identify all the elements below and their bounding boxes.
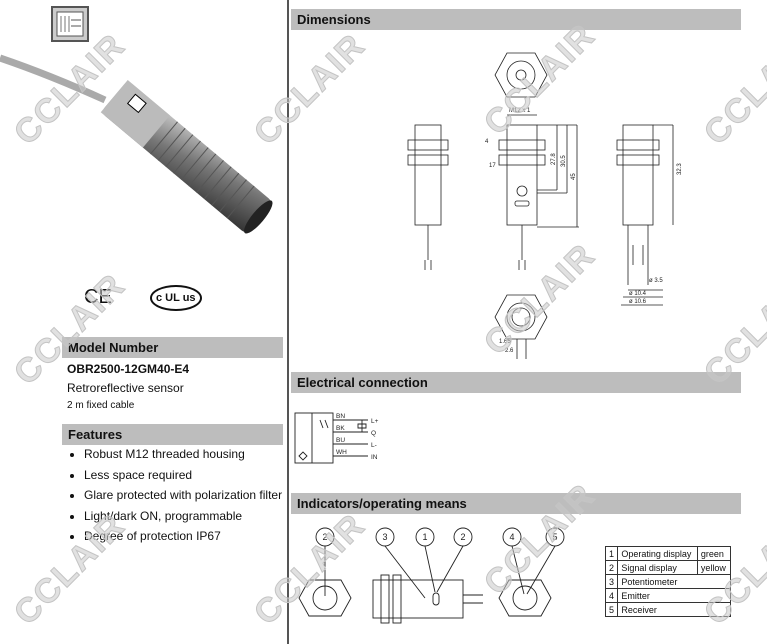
model-number: OBR2500-12GM40-E4 [67,362,190,376]
wire-bn: BN [336,413,345,420]
callout-4: 4 [509,532,514,542]
feature-item: Robust M12 threaded housing [68,447,282,461]
cell-number: 3 [604,574,619,589]
callout-3: 3 [382,532,387,542]
feature-item: Less space required [68,468,282,482]
cell-name: Emitter [617,588,731,603]
cell-color: green [696,546,732,561]
terminal-q: Q [371,430,376,437]
model-number-header: Model Number [62,337,283,358]
wire-bu: BU [336,437,345,444]
wire-bk: BK [336,425,345,432]
dim-45: 45 [571,173,577,180]
cell-number: 2 [604,560,619,575]
feature-item: Degree of protection IP67 [68,529,282,543]
ce-mark: CE [84,286,112,308]
dim-27-8: 27.8 [551,153,557,165]
cell-name: Potentiometer [617,574,731,589]
cell-number: 5 [604,602,619,617]
dim-dia-10-6: ø 10.6 [629,299,647,305]
product-photo [0,54,273,234]
feature-item: Light/dark ON, programmable [68,509,282,523]
dim-nut: 4 [485,139,489,145]
wire-wh: WH [336,449,347,456]
terminal-l-plus: L+ [371,418,379,425]
cell-name: Signal display [617,560,698,575]
column-divider [287,0,289,644]
cul-us-mark: c UL us [150,285,202,311]
features-list: Robust M12 threaded housing Less space r… [68,447,282,550]
cell-number: 4 [604,588,619,603]
dimension-drawing: M12 x 1 4 17 27.8 30.5 45 32.3 ø 3.5 ø 1… [407,52,683,359]
callout-1: 1 [422,532,427,542]
features-header: Features [62,424,283,445]
dim-dia-10-4: ø 10.4 [629,291,647,297]
watermark: CCLAIR [696,26,767,153]
dimensions-header: Dimensions [291,9,741,30]
sensor-type-icon [51,6,89,42]
description: Retroreflective sensor [67,381,184,395]
wiring-diagram: BN BK BU WH L+ Q L- IN [294,412,379,464]
terminal-in: IN [371,454,378,461]
dim-dia-3-5: ø 3.5 [649,278,663,284]
callout-2: 2 [460,532,465,542]
callout-2: 2 [322,532,327,542]
indicators-header: Indicators/operating means [291,493,741,514]
cell-name: Receiver [617,602,731,617]
dim-wrench: 17 [489,163,496,169]
cul-us-text: c UL us [150,285,202,311]
cell-color: yellow [696,560,732,575]
terminal-l-minus: L- [371,442,377,449]
dim-thread: M12 x 1 [509,108,531,114]
indicators-drawing: 2 3 1 2 4 5 [298,527,565,624]
cable-info: 2 m fixed cable [67,400,135,411]
dim-32-3: 32.3 [677,163,683,175]
dim-30-5: 30.5 [561,155,567,167]
callout-5: 5 [552,532,557,542]
cell-name: Operating display [617,546,698,561]
dim-2-6: 2.6 [505,348,514,354]
feature-item: Glare protected with polarization filter [68,488,282,502]
electrical-connection-header: Electrical connection [291,372,741,393]
cell-number: 1 [604,546,619,561]
dim-1-65: 1.65 [499,339,511,345]
